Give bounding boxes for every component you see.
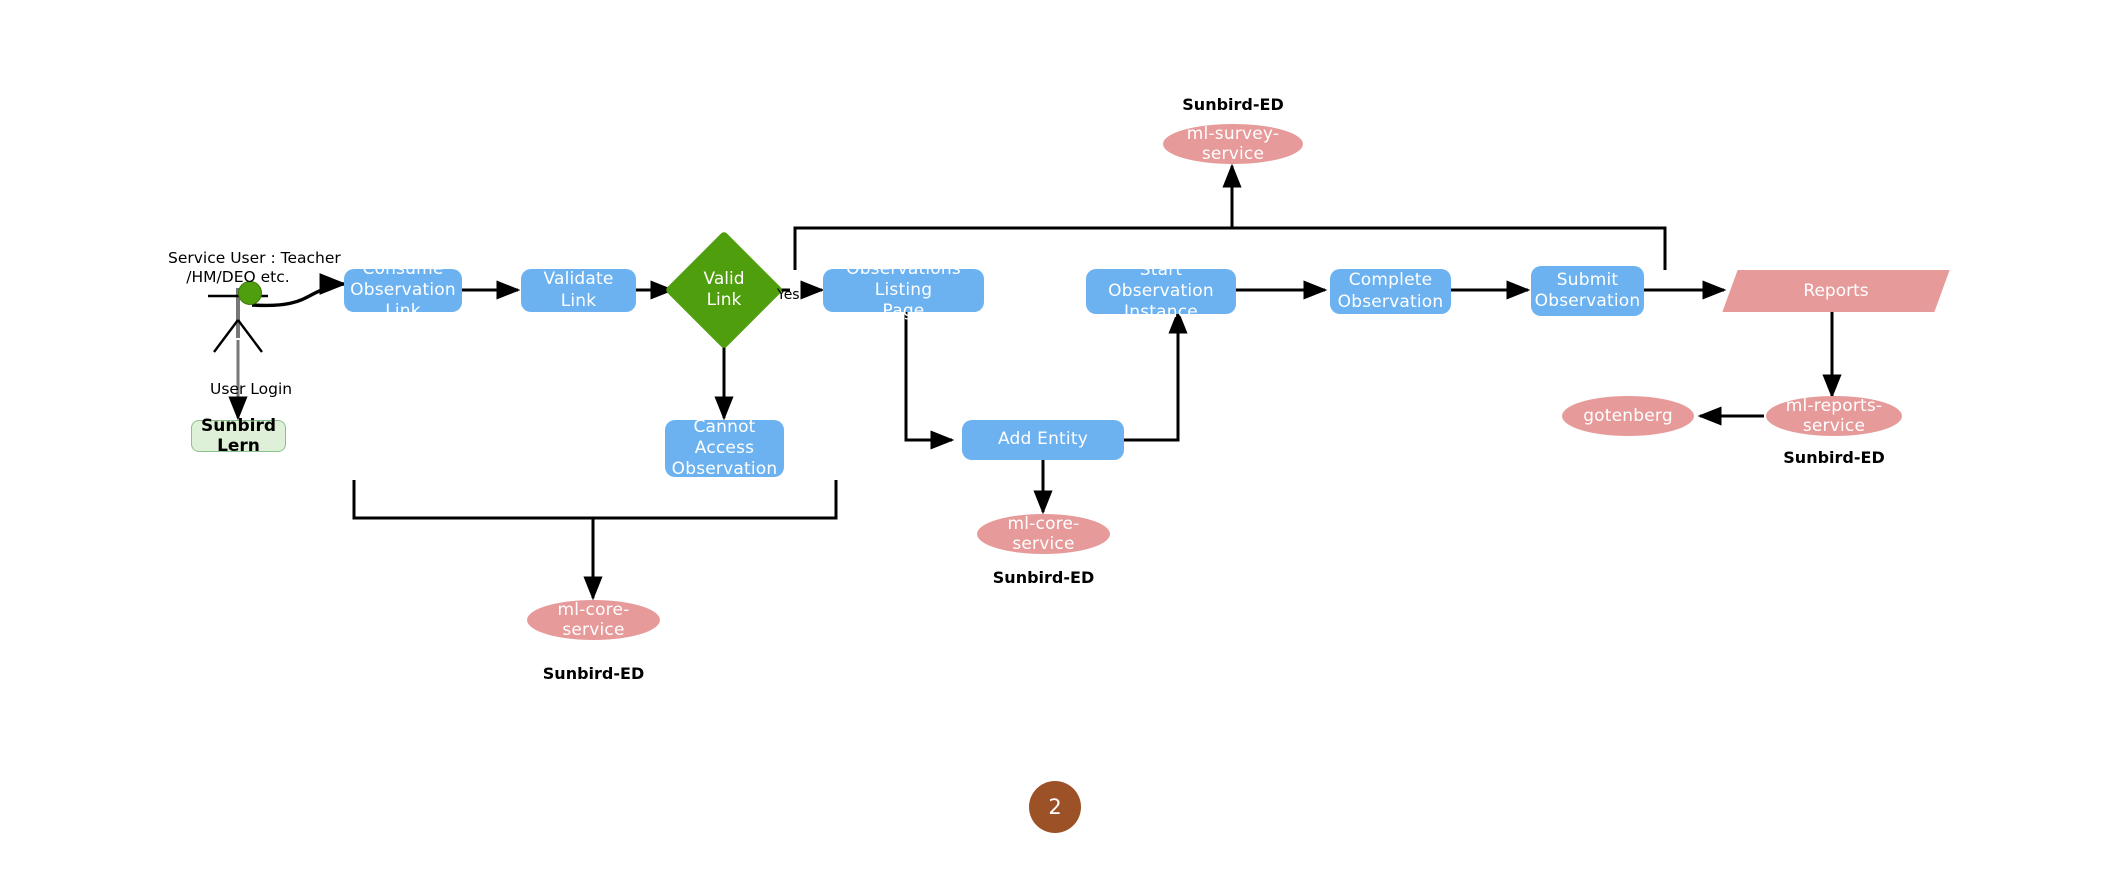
node-submit-observation[interactable]: Submit Observation [1531, 266, 1644, 316]
page-number-badge[interactable]: 2 [1029, 781, 1081, 833]
platform-label-core-center: Sunbird-ED [992, 568, 1095, 587]
valid-link-label: Valid Link [703, 268, 745, 310]
actor-head-icon [238, 281, 262, 305]
platform-label-core-bottom: Sunbird-ED [542, 664, 645, 683]
node-valid-link-decision[interactable]: Valid Link [664, 230, 784, 350]
node-consume-observation-link[interactable]: Consume Observation Link [344, 259, 462, 321]
edge-label-yes: Yes [777, 287, 800, 303]
platform-label-survey: Sunbird-ED [1182, 95, 1284, 114]
node-sunbird-lern[interactable]: Sunbird Lern [191, 416, 286, 456]
actor-label-line1: Service User : Teacher [168, 249, 341, 267]
actor-label-line2: /HM/DEO etc. [186, 268, 290, 286]
node-cannot-access-observation[interactable]: Cannot Access Observation [665, 417, 784, 479]
reports-label: Reports [1803, 281, 1869, 301]
service-gotenberg[interactable]: gotenberg [1562, 396, 1694, 436]
node-complete-observation[interactable]: Complete Observation [1330, 269, 1451, 314]
node-validate-link[interactable]: Validate Link [521, 269, 636, 312]
node-start-observation-instance[interactable]: Start Observation Instance [1086, 260, 1236, 322]
service-ml-core-service-bottom[interactable]: ml-core-service [527, 600, 660, 640]
service-ml-core-service-center[interactable]: ml-core-service [977, 514, 1110, 554]
service-ml-reports-service[interactable]: ml-reports-service [1766, 396, 1902, 436]
edge-label-user-login: User Login [210, 380, 293, 398]
node-add-entity[interactable]: Add Entity [962, 420, 1124, 460]
service-ml-survey-service[interactable]: ml-survey-service [1163, 124, 1303, 164]
node-reports[interactable]: Reports [1722, 270, 1950, 312]
service-user-actor [221, 281, 262, 305]
node-observations-listing-page[interactable]: Observations Listing Page [823, 259, 984, 321]
platform-label-reports: Sunbird-ED [1783, 448, 1885, 467]
